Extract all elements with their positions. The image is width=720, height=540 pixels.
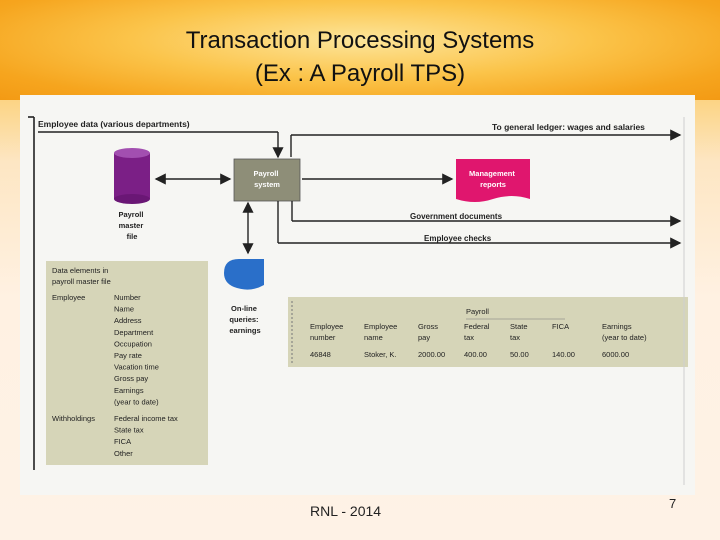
- withholding-elements-list: Federal income tax State tax FICA Other: [114, 414, 180, 458]
- cell-earnings: 6000.00: [602, 350, 629, 359]
- payroll-tps-diagram: Employee data (various departments) To g…: [28, 116, 688, 485]
- employee-group-label: Employee: [52, 293, 85, 302]
- employee-elements-list: Number Name Address Department Occupatio…: [114, 293, 161, 406]
- terminal-icon: [224, 259, 264, 290]
- management-reports-doc: [456, 159, 530, 202]
- payroll-group-label: Payroll: [466, 307, 489, 316]
- header-earnings: Earnings(year to date): [602, 322, 647, 342]
- employee-data-label: Employee data (various departments): [38, 119, 190, 129]
- management-reports-label: Management reports: [469, 169, 517, 189]
- data-elements-heading: Data elements in payroll master file: [52, 266, 111, 286]
- general-ledger-label: To general ledger: wages and salaries: [492, 122, 645, 132]
- payroll-master-file-label: Payroll master file: [118, 210, 145, 241]
- cell-federal-tax: 400.00: [464, 350, 487, 359]
- page-number: 7: [669, 496, 677, 511]
- title-banner: [0, 0, 720, 100]
- footer-text: RNL - 2014: [310, 503, 382, 519]
- cell-fica: 140.00: [552, 350, 575, 359]
- payroll-system-label: Payroll system: [253, 169, 280, 189]
- slide-title-line2: (Ex : A Payroll TPS): [254, 60, 466, 87]
- slide-title-line1: Transaction Processing Systems: [185, 27, 535, 54]
- payroll-system-box: [233, 158, 301, 202]
- payroll-record-panel: [288, 297, 688, 367]
- withholdings-group-label: Withholdings: [52, 414, 95, 423]
- cell-employee-number: 46848: [310, 350, 331, 359]
- scanned-diagram: Employee data (various departments) To g…: [20, 95, 695, 495]
- payroll-table-row: 46848 Stoker, K. 2000.00 400.00 50.00 14…: [310, 350, 629, 359]
- database-icon: [114, 148, 150, 204]
- cell-gross-pay: 2000.00: [418, 350, 445, 359]
- government-documents-label: Government documents: [410, 212, 503, 221]
- online-queries-label: On-line queries: earnings: [229, 304, 260, 335]
- data-elements-panel: [46, 261, 208, 465]
- cell-state-tax: 50.00: [510, 350, 529, 359]
- employee-checks-label: Employee checks: [424, 234, 492, 243]
- cell-employee-name: Stoker, K.: [364, 350, 397, 359]
- header-fica: FICA: [552, 322, 569, 331]
